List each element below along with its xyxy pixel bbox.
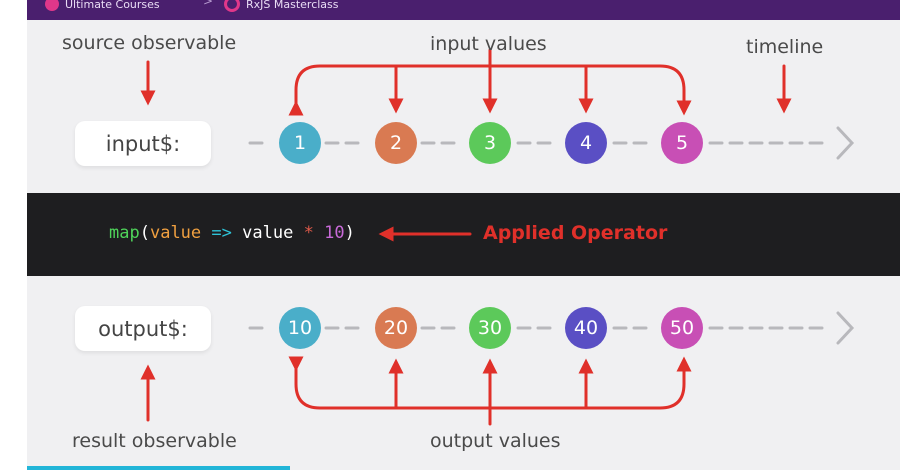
rxjs-logo-icon [224, 0, 240, 12]
timeline-label: timeline [746, 36, 824, 58]
input-stream-label: input$: [75, 121, 211, 166]
code-paren-token: ( [139, 223, 150, 243]
input-timeline [248, 126, 855, 160]
output-value-bubble: 10 [279, 307, 321, 349]
output-timeline [248, 311, 855, 345]
code-operator-token: * [303, 223, 314, 243]
output-value-bubble: 20 [375, 307, 417, 349]
input-value-bubble: 1 [279, 122, 321, 164]
code-param-token: value [149, 223, 202, 243]
input-value-bubble: 3 [469, 122, 511, 164]
breadcrumb-item-ultimate-courses[interactable]: Ultimate Courses [45, 0, 160, 14]
output-value-bubble: 50 [661, 307, 703, 349]
input-value-bubble: 4 [565, 122, 607, 164]
breadcrumb-item-label: RxJS Masterclass [246, 0, 339, 11]
output-value-bubble: 30 [469, 307, 511, 349]
code-fn-token: map [109, 223, 140, 243]
breadcrumb: Ultimate Courses > RxJS Masterclass [27, 0, 900, 20]
source-observable-label: source observable [62, 32, 237, 54]
breadcrumb-separator: > [203, 0, 214, 8]
result-observable-label: result observable [72, 430, 237, 452]
code-number-token: 10 [324, 223, 345, 243]
code-arrow-token: => [211, 223, 232, 243]
ultimate-courses-logo-icon [45, 0, 59, 11]
operator-code: map(value => value * 10) [109, 223, 355, 243]
input-values-label: input values [430, 33, 547, 55]
breadcrumb-item-rxjs-masterclass[interactable]: RxJS Masterclass [224, 0, 339, 14]
output-value-bubble: 40 [565, 307, 607, 349]
input-values-bracket [288, 48, 692, 116]
output-values-bracket [288, 356, 692, 426]
code-paren-token: ) [344, 223, 355, 243]
code-body-token: value [242, 223, 294, 243]
output-stream-label: output$: [75, 306, 211, 351]
input-value-bubble: 2 [375, 122, 417, 164]
input-value-bubble: 5 [661, 122, 703, 164]
bottom-accent-bar [27, 466, 290, 470]
output-values-label: output values [430, 430, 561, 452]
applied-operator-label: Applied Operator [483, 222, 668, 244]
breadcrumb-item-label: Ultimate Courses [65, 0, 160, 11]
